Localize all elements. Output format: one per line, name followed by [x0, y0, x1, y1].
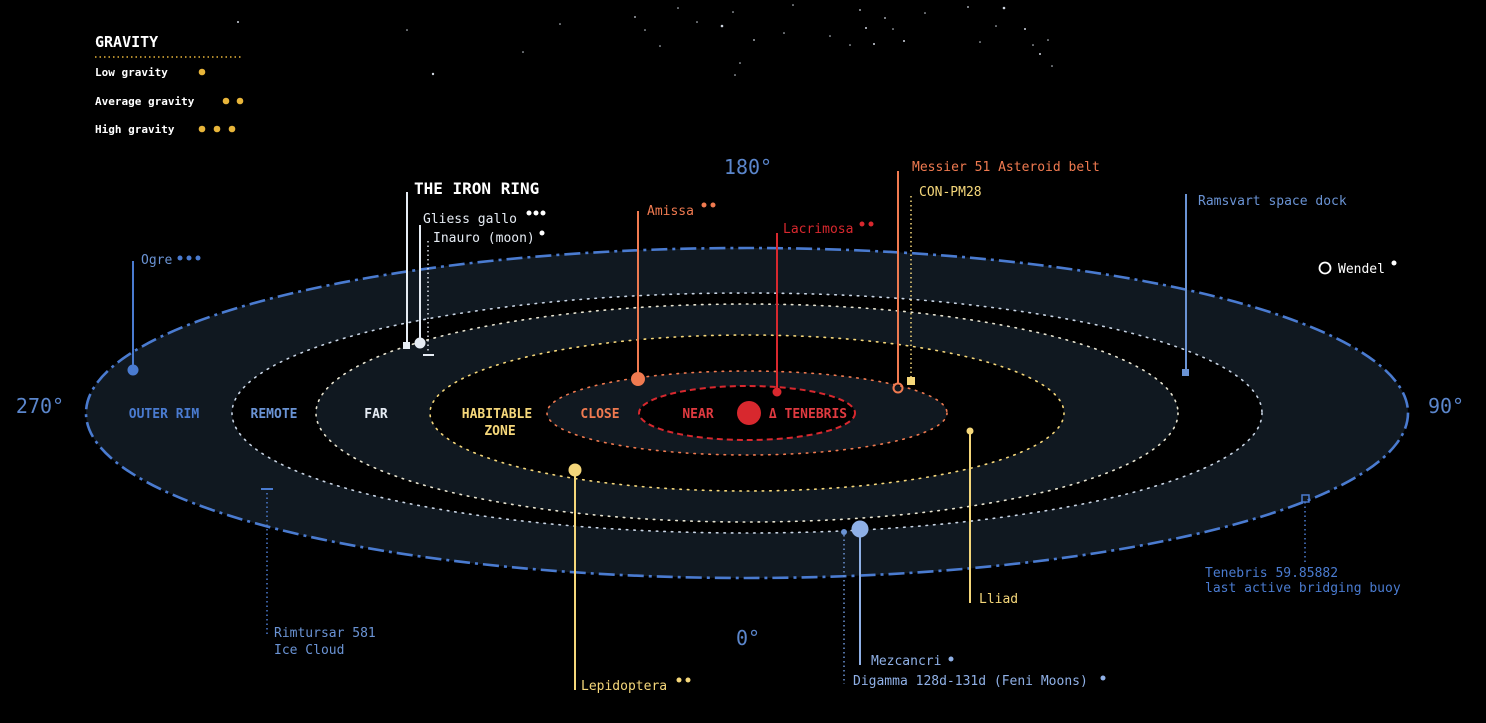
gliess-gravity-dot	[533, 210, 539, 216]
amissa-planet	[631, 372, 645, 386]
wendel-label: Wendel	[1338, 262, 1385, 277]
iron-ring-label: THE IRON RING	[414, 179, 539, 198]
ogre-label: Ogre	[141, 253, 172, 268]
wendel-gravity-dot	[1391, 260, 1397, 266]
zone-label-close: CLOSE	[580, 407, 619, 422]
iron-ring-marker	[403, 342, 410, 349]
conpm-marker	[907, 377, 915, 385]
digamma-gravity-dot	[1100, 675, 1106, 681]
zone-label-near: NEAR	[682, 407, 713, 422]
zone-label-outer-rim: OUTER RIM	[129, 407, 200, 422]
tenebris-buoy-sublabel: last active bridging buoy	[1205, 581, 1401, 596]
ramsvart-label: Ramsvart space dock	[1198, 194, 1347, 209]
mezcancri-label: Mezcancri	[871, 654, 941, 669]
direction-90: 90°	[1428, 394, 1464, 418]
lliad-planet	[966, 427, 974, 435]
direction-270: 270°	[16, 394, 64, 418]
digamma-marker	[841, 529, 847, 535]
inauro-label: Inauro (moon)	[433, 231, 535, 246]
star-label-tenebris: Δ TENEBRIS	[769, 407, 847, 422]
conpm-label: CON-PM28	[919, 185, 982, 200]
gliess-planet	[414, 337, 426, 349]
tenebris-buoy-label: Tenebris 59.85882	[1205, 566, 1338, 581]
amissa-gravity-dot	[701, 202, 707, 208]
zone-label-habitable: HABITABLE	[462, 407, 532, 422]
zone-label-far: FAR	[364, 407, 388, 422]
zone-label-remote: REMOTE	[251, 407, 298, 422]
digamma-label: Digamma 128d-131d (Feni Moons)	[853, 674, 1088, 689]
legend-average-dot	[222, 97, 230, 105]
rimtursar-label: Rimtursar 581	[274, 626, 376, 641]
lepidoptera-gravity-dot	[685, 677, 691, 683]
legend-high-dot	[228, 125, 236, 133]
legend-low-label: Low gravity	[95, 66, 168, 79]
star-tenebris	[737, 401, 761, 425]
inauro-gravity-dot	[539, 230, 545, 236]
legend-low-dot	[198, 68, 206, 76]
legend-average-dot	[236, 97, 244, 105]
legend-title: GRAVITY	[95, 33, 158, 51]
amissa-label: Amissa	[647, 204, 694, 219]
mezcancri-gravity-dot	[948, 656, 954, 662]
messier-marker	[892, 382, 904, 394]
lacrimosa-label: Lacrimosa	[783, 222, 853, 237]
ogre-gravity-dot	[186, 255, 192, 261]
remote-boundary	[231, 292, 1263, 534]
amissa-gravity-dot	[710, 202, 716, 208]
legend-high-label: High gravity	[95, 123, 175, 136]
wendel-planet	[1318, 261, 1332, 275]
outer-rim-boundary	[84, 246, 1410, 580]
zone-label-habitable-zone: ZONE	[484, 424, 515, 439]
starfield	[237, 4, 1053, 76]
lepidoptera-gravity-dot	[676, 677, 682, 683]
ogre-gravity-dot	[195, 255, 201, 261]
legend-high-dot	[213, 125, 221, 133]
gliess-gravity-dot	[540, 210, 546, 216]
ramsvart-marker	[1182, 369, 1189, 376]
far-boundary	[315, 303, 1179, 523]
lepidoptera-label: Lepidoptera	[581, 679, 667, 694]
ogre-planet	[127, 364, 139, 376]
lacrimosa-planet	[772, 387, 782, 397]
lacrimosa-gravity-dot	[859, 221, 865, 227]
rimtursar-sublabel: Ice Cloud	[274, 643, 344, 658]
gliess-gravity-dot	[526, 210, 532, 216]
direction-180: 180°	[724, 155, 772, 179]
direction-0: 0°	[736, 626, 760, 650]
lliad-label: Lliad	[979, 592, 1018, 607]
ogre-gravity-dot	[177, 255, 183, 261]
habitable-boundary	[429, 334, 1065, 492]
messier-label: Messier 51 Asteroid belt	[912, 160, 1100, 175]
close-boundary	[546, 370, 948, 456]
gliess-label: Gliess gallo	[423, 212, 517, 227]
legend-average-label: Average gravity	[95, 95, 195, 108]
lacrimosa-gravity-dot	[868, 221, 874, 227]
legend-high-dot	[198, 125, 206, 133]
